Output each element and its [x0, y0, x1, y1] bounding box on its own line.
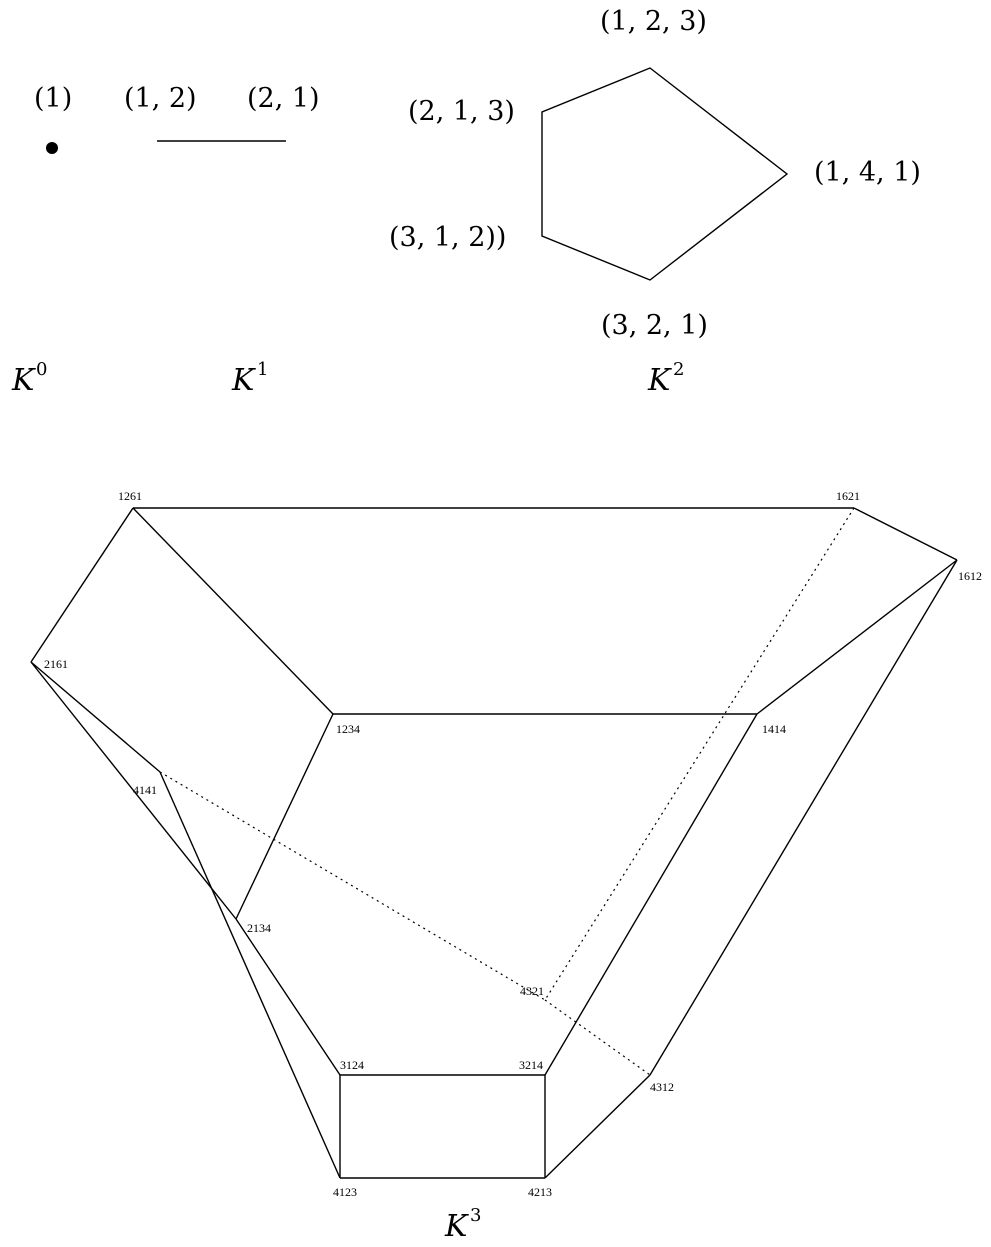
edge-4321-4312 [544, 999, 651, 1076]
edge-2134-3124 [235, 918, 341, 1076]
k2-label-top: (1, 2, 3) [600, 6, 707, 37]
edge-1621-1612 [853, 507, 958, 561]
edge-1261-2161 [30, 507, 134, 663]
k1-right-label: (2, 1) [247, 83, 320, 114]
k0-vertex-label: (1) [34, 83, 72, 114]
k3-vertex-labels: 1261 1621 1612 2161 1234 1414 2134 4141 … [44, 489, 982, 1199]
edge-4141-4321 [159, 771, 546, 1001]
vertex-1414: 1414 [762, 722, 786, 736]
vertex-3214: 3214 [519, 1058, 543, 1072]
svg-text:K: K [11, 363, 36, 398]
vertex-1261: 1261 [118, 489, 142, 503]
edge-1234-2134 [235, 713, 334, 920]
k2-name: K 2 [647, 359, 684, 398]
k3-hidden-edges [159, 507, 855, 1076]
vertex-2134: 2134 [247, 921, 271, 935]
k2-label-upper-left: (2, 1, 3) [408, 96, 515, 127]
k2-label-bottom: (3, 2, 1) [601, 310, 708, 341]
vertex-4141: 4141 [133, 783, 157, 797]
k2-label-right: (1, 4, 1) [814, 157, 921, 188]
vertex-1612: 1612 [958, 569, 982, 583]
edge-4141-4123 [159, 771, 341, 1179]
vertex-1621: 1621 [836, 489, 860, 503]
edge-1261-1234 [132, 507, 334, 715]
edge-1612-4312 [649, 559, 958, 1076]
k2-figure: (1, 2, 3) (1, 4, 1) (3, 2, 1) (3, 1, 2))… [389, 6, 921, 398]
k3-name: K 3 [444, 1205, 481, 1244]
k0-name: K 0 [11, 359, 47, 398]
k0-superscript: 0 [36, 359, 47, 380]
k3-solid-edges [30, 507, 958, 1179]
k1-figure: (1, 2) (2, 1) K 1 [124, 83, 320, 398]
k3-superscript: 3 [470, 1205, 481, 1226]
k2-superscript: 2 [673, 359, 684, 380]
edge-2161-4141 [30, 661, 161, 773]
vertex-3124: 3124 [340, 1058, 364, 1072]
vertex-1234: 1234 [336, 722, 360, 736]
vertex-2161: 2161 [44, 657, 68, 671]
svg-text:K: K [231, 363, 256, 398]
edge-1414-1612 [756, 559, 958, 715]
svg-text:K: K [444, 1209, 469, 1244]
edge-1414-3214 [544, 713, 758, 1076]
k0-figure: (1) K 0 [11, 83, 72, 398]
vertex-4312: 4312 [650, 1080, 674, 1094]
svg-text:K: K [647, 363, 672, 398]
vertex-4321: 4321 [520, 984, 544, 998]
edge-1621-4321 [544, 507, 855, 1001]
k0-point [46, 142, 58, 154]
edge-4213-4312 [544, 1074, 651, 1179]
k2-pentagon [541, 67, 789, 281]
k1-superscript: 1 [257, 359, 268, 380]
k1-left-label: (1, 2) [124, 83, 197, 114]
vertex-4123: 4123 [333, 1185, 357, 1199]
vertex-4213: 4213 [528, 1185, 552, 1199]
k2-label-lower-left: (3, 1, 2)) [389, 222, 506, 253]
edge-2161-2134 [30, 661, 237, 920]
k1-name: K 1 [231, 359, 268, 398]
k3-figure: 1261 1621 1612 2161 1234 1414 2134 4141 … [30, 489, 982, 1244]
